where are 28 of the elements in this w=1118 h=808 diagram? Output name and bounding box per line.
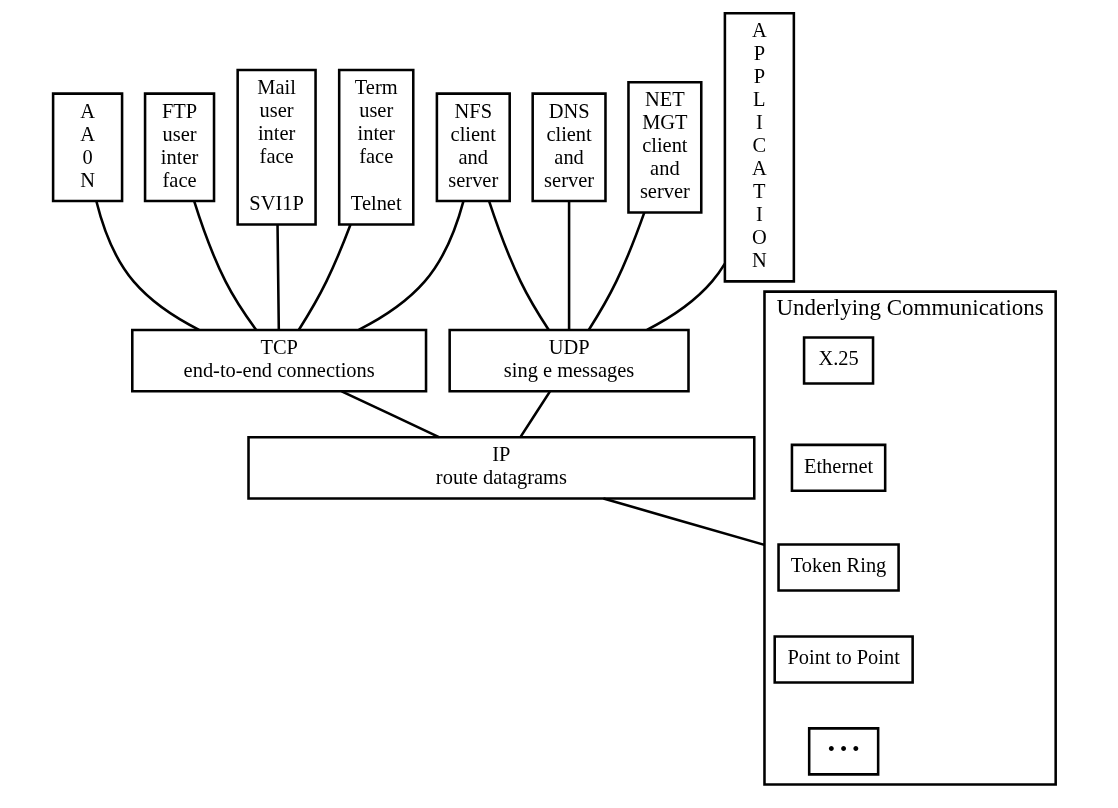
- connector: [297, 224, 352, 331]
- connector: [357, 200, 465, 331]
- connector: [192, 200, 257, 331]
- node-box: FTP user inter face: [143, 92, 215, 203]
- node-box: TCP end-to-end connections: [130, 328, 427, 393]
- connector: [340, 390, 440, 439]
- connector: [94, 200, 200, 331]
- connector: [645, 262, 726, 331]
- node-box: DNS client and server: [530, 92, 607, 203]
- node-box: UDP sing e messages: [447, 328, 690, 393]
- connector: [587, 212, 646, 331]
- connector: [518, 390, 551, 438]
- node-box: • • •: [807, 727, 879, 776]
- node-box: X.25: [802, 336, 874, 385]
- node-box: IP route datagrams: [246, 435, 756, 500]
- connector: [602, 497, 765, 547]
- node-box: NET MGT client and server: [626, 80, 703, 214]
- connector: [567, 201, 570, 330]
- connector: [275, 224, 280, 330]
- node-box: Mail user inter face SVI1P: [235, 68, 317, 226]
- node-box: Point to Point: [772, 635, 914, 684]
- node-box: A P P L I C A T I O N: [723, 11, 795, 283]
- node-box: NFS client and server: [435, 92, 511, 203]
- node-box: A A 0 N: [51, 92, 123, 203]
- connector: [487, 200, 550, 331]
- node-box: Ethernet: [790, 443, 886, 493]
- node-box: Term user inter face Telnet: [337, 68, 415, 226]
- node-box: Token Ring: [776, 543, 900, 592]
